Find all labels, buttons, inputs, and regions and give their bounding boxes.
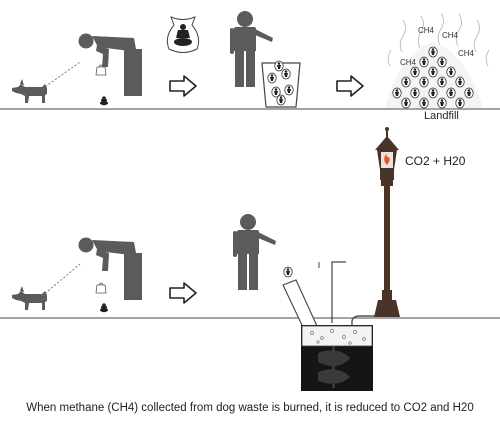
- waste-bag-icon: [95, 282, 107, 294]
- emission-label: CO2 + H20: [405, 154, 466, 168]
- person-bending-icon: [78, 33, 142, 96]
- arrow-right-icon: [336, 75, 364, 97]
- digester-tank-icon: [301, 325, 373, 391]
- landfill-fumes: [387, 12, 490, 67]
- dog-icon: [12, 286, 47, 310]
- diagram-caption: When methane (CH4) collected from dog wa…: [26, 402, 474, 414]
- leash-line: [41, 61, 81, 90]
- waste-bag-icon: [166, 16, 200, 53]
- waste-pile-icon: [385, 42, 483, 109]
- flame-icon: [384, 154, 390, 165]
- dog-waste-icon: [100, 96, 108, 106]
- ch4-label: CH4: [418, 26, 435, 35]
- dog-icon: [12, 79, 47, 103]
- ch4-label: CH4: [400, 58, 417, 67]
- person-standing-icon: [233, 214, 276, 290]
- ch4-label: CH4: [458, 49, 475, 58]
- dog-waste-icon: [100, 303, 108, 313]
- ch4-label: CH4: [442, 31, 459, 40]
- arrow-right-icon: [169, 282, 197, 304]
- person-bending-icon: [78, 237, 142, 300]
- lamp-post-icon: [374, 127, 400, 317]
- vent-pipe: [331, 261, 346, 323]
- landfill-label: Landfill: [424, 110, 459, 122]
- falling-bag-icon: [283, 266, 293, 278]
- leash-line: [41, 263, 81, 297]
- trash-bin-icon: [261, 60, 301, 108]
- arrow-right-icon: [169, 75, 197, 97]
